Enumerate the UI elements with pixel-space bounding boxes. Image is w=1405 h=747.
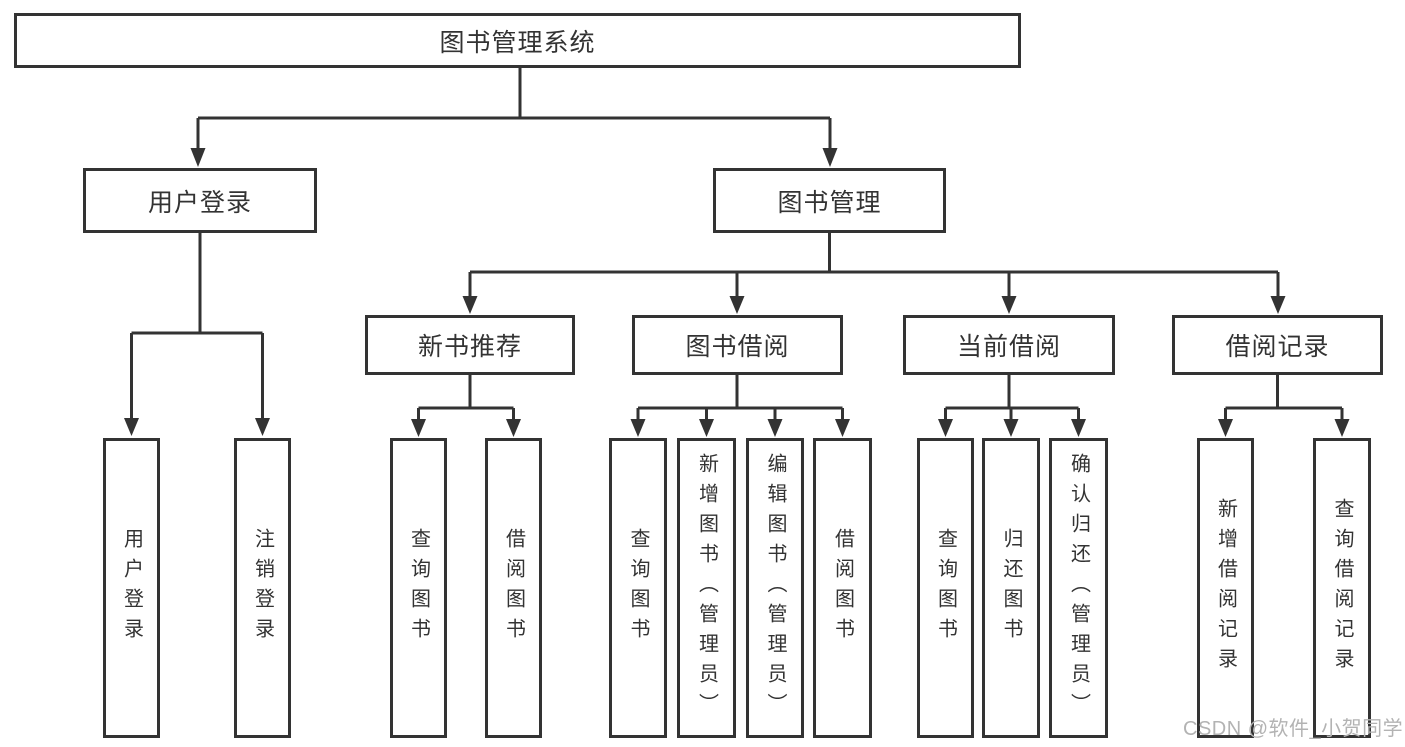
node-root: 图书管理系统 — [14, 13, 1021, 68]
arrowhead-icon — [822, 148, 838, 167]
connector-login-split — [130, 233, 264, 419]
connector-manage-split — [468, 233, 1280, 297]
leaf-br-query-record: 查询借阅记录 — [1313, 438, 1371, 738]
arrowhead-icon — [1003, 419, 1019, 437]
arrowhead-icon — [1071, 419, 1086, 437]
leaf-bb-edit-book-admin: 编辑图书（管理员） — [746, 438, 804, 738]
node-user-login: 用户登录 — [83, 168, 317, 233]
arrowhead-icon — [1001, 296, 1017, 314]
leaf-logout: 注销登录 — [234, 438, 291, 738]
connector-records-split — [1224, 375, 1344, 420]
connector-newbook-split — [417, 375, 515, 420]
leaf-bb-add-book-admin: 新增图书（管理员） — [677, 438, 736, 738]
arrowhead-icon — [699, 419, 714, 437]
arrowhead-icon — [506, 419, 521, 437]
watermark: CSDN @软件_小贺同学 — [1183, 718, 1404, 740]
node-current-borrow: 当前借阅 — [903, 315, 1115, 375]
arrowhead-icon — [255, 418, 270, 436]
leaf-bb-borrow-book: 借阅图书 — [813, 438, 872, 738]
arrowhead-icon — [1334, 419, 1350, 437]
arrowhead-icon — [729, 296, 745, 314]
node-book-borrow: 图书借阅 — [632, 315, 843, 375]
leaf-cb-confirm-return-admin: 确认归还（管理员） — [1049, 438, 1108, 738]
arrowheads — [124, 148, 1350, 437]
connector-current-split — [944, 375, 1080, 420]
arrowhead-icon — [1270, 296, 1286, 314]
arrowhead-icon — [124, 418, 139, 436]
arrowhead-icon — [835, 419, 850, 437]
leaf-br-add-record: 新增借阅记录 — [1197, 438, 1254, 738]
arrowhead-icon — [190, 148, 206, 167]
leaf-user-login: 用户登录 — [103, 438, 160, 738]
leaf-bb-query-book: 查询图书 — [609, 438, 667, 738]
connector-root-split — [196, 68, 832, 150]
arrowhead-icon — [1218, 419, 1233, 437]
leaf-nb-borrow-book: 借阅图书 — [485, 438, 542, 738]
leaf-cb-return-book: 归还图书 — [982, 438, 1040, 738]
arrowhead-icon — [767, 419, 783, 437]
leaf-nb-query-book: 查询图书 — [390, 438, 447, 738]
node-new-book-recommend: 新书推荐 — [365, 315, 575, 375]
arrowhead-icon — [938, 419, 953, 437]
connector-borrow-split — [636, 375, 844, 420]
node-borrow-records: 借阅记录 — [1172, 315, 1383, 375]
leaf-cb-query-book: 查询图书 — [917, 438, 974, 738]
arrowhead-icon — [411, 419, 426, 437]
arrowhead-icon — [462, 296, 478, 314]
arrowhead-icon — [630, 419, 646, 437]
node-book-management: 图书管理 — [713, 168, 946, 233]
